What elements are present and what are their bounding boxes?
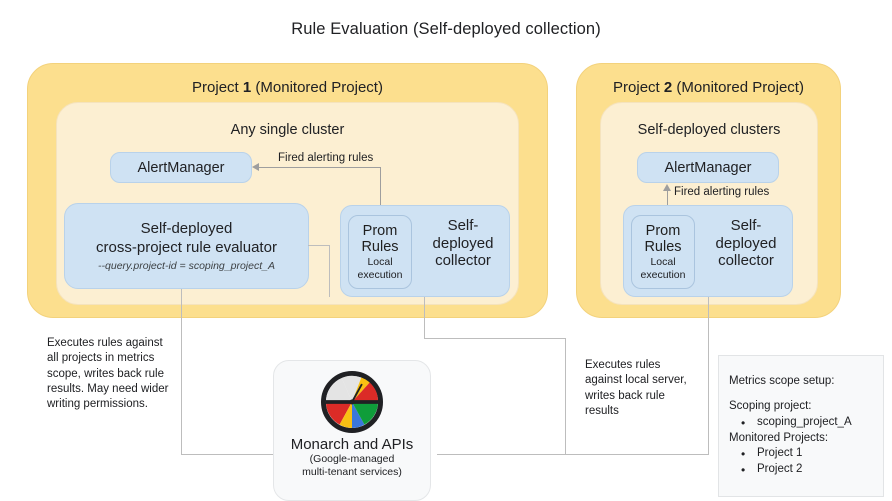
- scope-heading: Metrics scope setup:: [729, 375, 835, 387]
- project-1-collector-label: Self- deployed collector: [420, 217, 506, 270]
- monarch-subtitle-line1: (Google-managed: [309, 453, 395, 465]
- project-1-cluster-title: Any single cluster: [230, 122, 345, 138]
- project-1-evaluator-to-collector-h: [308, 245, 330, 246]
- p1-collector-to-monarch-horizontal: [424, 338, 566, 339]
- project-1-title: Project 1 (Monitored Project): [28, 79, 547, 96]
- p2-collector-to-monarch-horizontal: [566, 454, 709, 455]
- scope-monitored-project-item: Project 2: [729, 462, 873, 478]
- project-1-rule-evaluator-line2: cross-project rule evaluator: [96, 239, 277, 256]
- monarch-title: Monarch and APIs: [290, 436, 414, 453]
- note-right: Executes rules against local server, wri…: [585, 359, 687, 417]
- monarch-gauge-icon: [321, 371, 383, 433]
- scope-monitored-label: Monitored Projects:: [729, 431, 829, 444]
- project-1-title-prefix: Project: [192, 79, 243, 96]
- project-1-evaluator-to-collector-v: [329, 245, 330, 297]
- project-1-alert-arrowhead-icon: [252, 163, 259, 171]
- project-1-prom-rules-line1: Prom: [362, 222, 398, 239]
- project-1-rule-evaluator: Self-deployed cross-project rule evaluat…: [64, 203, 309, 289]
- project-1-rule-evaluator-flag: --query.project-id = scoping_project_A: [98, 259, 275, 272]
- scope-monitored-project-item: Project 1: [729, 446, 873, 462]
- scope-spacer: [729, 390, 873, 399]
- project-2-collector-label: Self- deployed collector: [703, 217, 789, 270]
- project-2-prom-rules-line1: Prom: [645, 222, 681, 239]
- project-2-collector-label-line1: Self-: [730, 217, 762, 234]
- project-2-fired-alerting-rules-label: Fired alerting rules: [674, 186, 770, 198]
- scope-scoping-project-item: scoping_project_A: [729, 415, 873, 431]
- project-1-prom-rules: Prom Rules Local execution: [348, 215, 412, 289]
- p1-collector-to-monarch-vertical-2: [565, 338, 566, 455]
- project-2-prom-rules-sub-line1: Local: [650, 256, 676, 269]
- project-1-alert-connector-horizontal: [258, 167, 381, 168]
- p1-collector-to-monarch-vertical: [424, 297, 425, 338]
- page-title: Rule Evaluation (Self-deployed collectio…: [291, 20, 601, 38]
- project-1-rule-evaluator-line1: Self-deployed: [140, 220, 233, 238]
- project-2-alertmanager-label: AlertManager: [664, 159, 752, 176]
- project-1-prom-rules-line2: Rules: [361, 238, 399, 255]
- p2-collector-to-monarch-vertical: [708, 297, 709, 455]
- project-1-title-suffix: (Monitored Project): [251, 79, 383, 96]
- scope-scoping-label: Scoping project:: [729, 399, 812, 412]
- project-2-alertmanager: AlertManager: [637, 152, 779, 183]
- project-2-title: Project 2 (Monitored Project): [577, 79, 840, 96]
- monarch-subtitle: (Google-managed multi-tenant services): [302, 453, 402, 479]
- project-2-title-suffix: (Monitored Project): [672, 79, 804, 96]
- evaluator-to-monarch-horizontal: [181, 454, 331, 455]
- monarch-subtitle-line2: multi-tenant services): [302, 466, 402, 479]
- project-1-title-number: 1: [242, 79, 252, 96]
- project-2-title-prefix: Project: [613, 79, 664, 96]
- note-left: Executes rules against all projects in m…: [47, 337, 169, 411]
- project-2-title-number: 2: [663, 79, 673, 96]
- evaluator-to-monarch-vertical: [181, 289, 182, 455]
- project-2-collector-label-line3: collector: [718, 252, 774, 270]
- project-1-prom-rules-sub-line2: execution: [357, 269, 403, 282]
- project-1-alertmanager: AlertManager: [110, 152, 252, 183]
- p1-collector-to-monarch-horizontal-2: [437, 454, 566, 455]
- project-1-collector-label-line2: deployed: [432, 234, 494, 252]
- project-2-alert-connector-vertical: [667, 190, 668, 216]
- project-1-collector-label-line1: Self-: [447, 217, 479, 234]
- project-2-collector-label-line2: deployed: [715, 234, 777, 252]
- project-1-alertmanager-label: AlertManager: [137, 159, 225, 176]
- project-1-prom-rules-sub-line1: Local: [367, 256, 393, 269]
- project-2-prom-rules-sub-line2: execution: [640, 269, 686, 282]
- project-1-collector-label-line3: collector: [435, 252, 491, 270]
- metrics-scope-setup-card: Metrics scope setup: Scoping project: sc…: [718, 355, 884, 497]
- project-2-prom-rules-line2: Rules: [644, 238, 682, 255]
- project-2-cluster-title: Self-deployed clusters: [637, 122, 781, 138]
- project-2-prom-rules: Prom Rules Local execution: [631, 215, 695, 289]
- monarch-and-apis-card: Monarch and APIs (Google-managed multi-t…: [273, 360, 431, 501]
- project-1-alert-connector-vertical: [380, 167, 381, 207]
- project-2-alert-arrowhead-icon: [663, 184, 671, 191]
- project-1-fired-alerting-rules-label: Fired alerting rules: [278, 152, 374, 164]
